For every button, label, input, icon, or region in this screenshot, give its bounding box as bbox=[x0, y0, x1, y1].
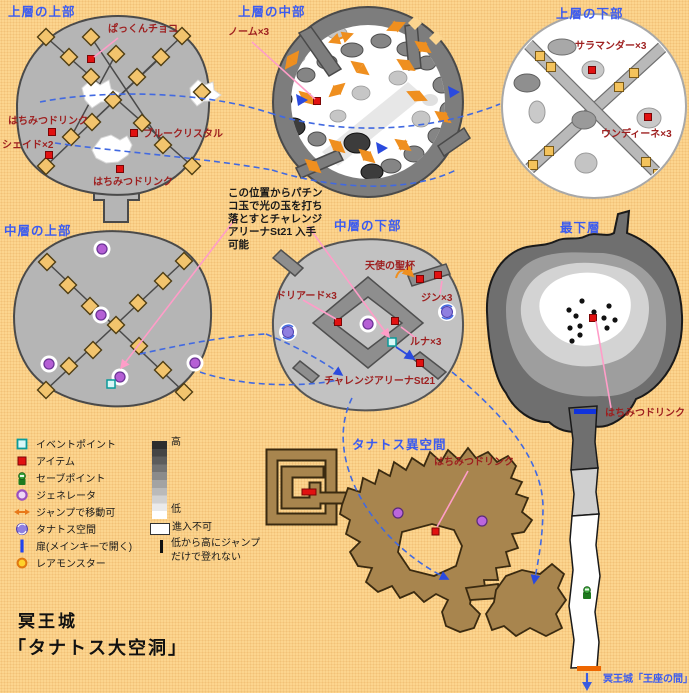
label-gnome-x3: ノーム×3 bbox=[228, 27, 270, 38]
label-honey-drink-thanatos: はちみつドリンク bbox=[434, 457, 514, 468]
legend-row-door: 扉(メインキーで開く) bbox=[13, 539, 132, 553]
event-point-icon bbox=[16, 438, 28, 449]
jump-move-icon bbox=[14, 508, 30, 515]
item-icon bbox=[301, 488, 317, 496]
title-lowest: 最下層 bbox=[560, 221, 601, 235]
generator-icon bbox=[392, 507, 488, 527]
door-icon bbox=[20, 539, 24, 552]
pachinko-note: この位置からパチン コ玉で光の玉を打ち 落とすとチャレンジ アリーナSt21 入… bbox=[228, 187, 323, 251]
pointer-lines bbox=[93, 37, 612, 528]
title-mid-low: 中層の下部 bbox=[334, 219, 402, 233]
shaft-dark bbox=[568, 405, 599, 471]
footer-castle-name: 冥王城 bbox=[18, 612, 78, 631]
label-blue-crystal: ブルークリスタル bbox=[143, 129, 223, 140]
upper-top-map bbox=[15, 15, 222, 223]
label-honey-drink-1: はちみつドリンク bbox=[8, 116, 88, 127]
title-mid-top: 中層の上部 bbox=[4, 224, 72, 238]
legend-row-thanatos-space: タナトス空間 bbox=[13, 522, 132, 536]
jump-note-line2: だけで登れない bbox=[171, 552, 241, 563]
event-point-icon bbox=[106, 379, 116, 389]
label-pakkun-choco: ぱっくんチョコ bbox=[108, 24, 178, 35]
door-icon bbox=[574, 409, 596, 414]
height-gradient-scale bbox=[152, 441, 167, 519]
item-icon bbox=[17, 456, 27, 465]
exit-bar bbox=[577, 666, 601, 671]
scale-low-label: 低 bbox=[171, 504, 181, 515]
item-icon bbox=[431, 527, 440, 536]
route-arrow bbox=[395, 346, 416, 360]
label-shade-x2: シェイド×2 bbox=[2, 140, 54, 151]
thanatos-space-icon bbox=[16, 522, 28, 535]
jump-direction-icon bbox=[296, 86, 460, 154]
no-entry-icon bbox=[150, 523, 170, 535]
wall-gaps bbox=[408, 16, 443, 45]
cliff-bar-icon bbox=[160, 540, 163, 553]
legend-row-save-point: セーブポイント bbox=[13, 471, 132, 485]
label-luna-x3: ルナ×3 bbox=[410, 337, 442, 348]
item-icon bbox=[589, 314, 597, 322]
rare-monster-icon bbox=[16, 557, 28, 568]
legend-row-event-point: イベントポイント bbox=[13, 437, 132, 451]
legend-row-jump-move: ジャンプで移動可 bbox=[13, 505, 132, 519]
legend: イベントポイント アイテム セーブポイント ジェネレータ ジャンプで移動可 タナ… bbox=[13, 437, 132, 570]
jump-arrow-icon bbox=[284, 20, 452, 174]
pointer-arrow-orange bbox=[395, 264, 415, 279]
label-honey-drink-lowest: はちみつドリンク bbox=[605, 408, 685, 419]
terrain-rocks bbox=[513, 38, 662, 174]
shaft-mid bbox=[570, 467, 600, 517]
label-honey-drink-2: はちみつドリンク bbox=[93, 177, 173, 188]
label-challenge-arena: チャレンジアリーナSt21 bbox=[324, 376, 436, 387]
no-entry-label: 進入不可 bbox=[172, 522, 212, 533]
legend-row-generator: ジェネレータ bbox=[13, 488, 132, 502]
jump-note-line1: 低から高にジャンプ bbox=[171, 538, 261, 549]
lowest-map bbox=[485, 209, 684, 691]
mid-low-map bbox=[271, 238, 465, 412]
label-salamander-x3: サラマンダー×3 bbox=[575, 41, 647, 52]
event-point-icon bbox=[387, 337, 397, 347]
route-dashed-lines bbox=[39, 93, 544, 585]
title-upper-low: 上層の下部 bbox=[556, 7, 624, 21]
legend-row-rare-monster: レアモンスター bbox=[13, 556, 132, 570]
scale-high-label: 高 bbox=[171, 437, 181, 448]
cavern-east-lobe bbox=[484, 562, 568, 638]
mid-top-map bbox=[12, 230, 213, 408]
save-point-icon bbox=[18, 471, 26, 485]
upper-mid-map bbox=[272, 6, 472, 198]
label-undine-x3: ウンディーネ×3 bbox=[601, 129, 672, 140]
title-upper-mid: 上層の中部 bbox=[238, 5, 306, 19]
label-throne-room-exit: 冥王城「王座の間」 bbox=[603, 674, 689, 685]
legend-row-item: アイテム bbox=[13, 454, 132, 468]
generator-icon bbox=[358, 314, 378, 334]
label-jinn-x3: ジン×3 bbox=[421, 293, 453, 304]
exit-arrow-icon bbox=[582, 673, 592, 691]
generator-icon bbox=[16, 488, 28, 501]
label-dryad-x3: ドリアード×3 bbox=[276, 291, 337, 302]
save-point-icon bbox=[583, 586, 591, 599]
title-thanatos: タナトス異空間 bbox=[352, 438, 447, 452]
footer-dungeon-name: 「タナトス大空洞」 bbox=[8, 638, 188, 658]
title-upper-top: 上層の上部 bbox=[8, 5, 76, 19]
label-angel-grail: 天使の聖杯 bbox=[365, 261, 415, 272]
thanatos-map bbox=[265, 446, 568, 638]
pit-dots bbox=[566, 298, 618, 344]
